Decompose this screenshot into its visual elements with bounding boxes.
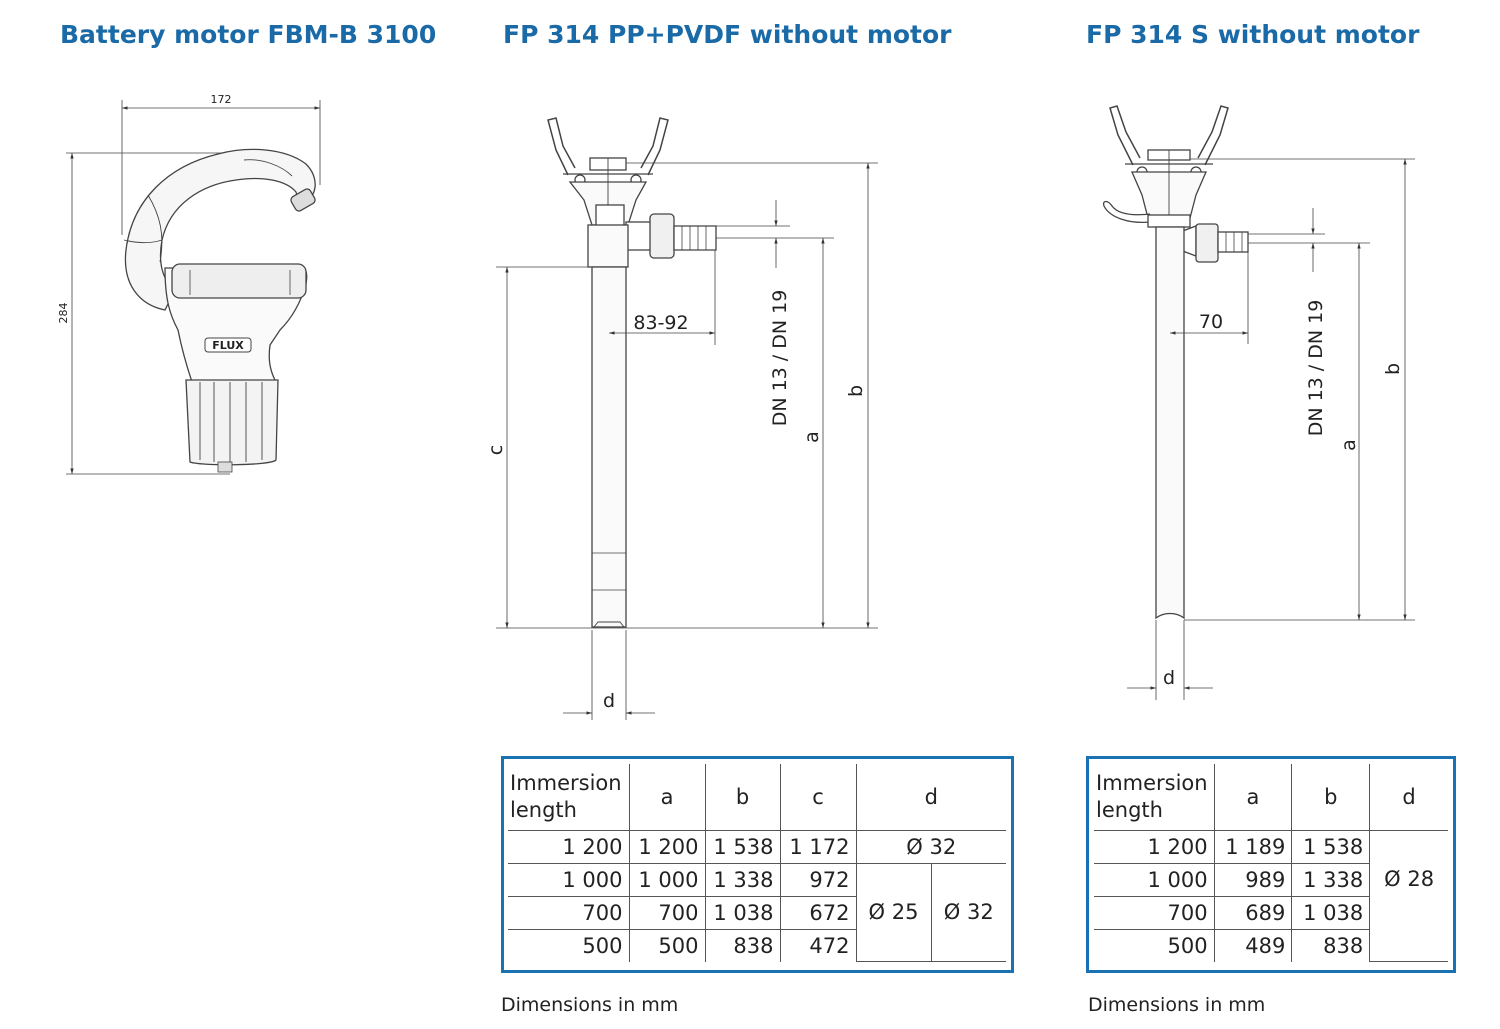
s-offset-label: 70 [1199, 311, 1223, 333]
cell-b: 1 538 [704, 829, 781, 864]
cell-length: 1 200 [508, 829, 630, 864]
header-d: d [1369, 764, 1448, 831]
cell-d-all: Ø 28 [1369, 829, 1448, 962]
table-row: 700 689 1 038 [1094, 895, 1448, 930]
cell-a: 989 [1213, 862, 1293, 897]
pvdf-tube [591, 266, 627, 628]
motor-height-label: 284 [57, 303, 70, 324]
cell-b: 1 038 [1291, 895, 1370, 930]
motor-battery-cap [171, 263, 307, 299]
cell-length: 500 [1094, 928, 1215, 962]
motor-drawing: FLUX 172 284 [57, 93, 321, 475]
cell-length: 1 200 [1094, 829, 1215, 864]
table-row: 1 000 1 000 1 338 972 Ø 25 Ø 32 [508, 862, 1006, 962]
table-row: 500 489 838 [1094, 928, 1448, 962]
s-a-label: a [1338, 439, 1360, 451]
cell-length: 500 [508, 928, 630, 962]
header-d: d [855, 764, 1006, 831]
cell-a: 500 [628, 928, 706, 962]
cell-a: 489 [1213, 928, 1293, 962]
s-outlet-coupling [1195, 223, 1219, 263]
s-pump-hook [1102, 200, 1151, 224]
cell-d-top: Ø 32 [855, 829, 1006, 864]
table-row: 500 500 838 472 [508, 928, 1006, 962]
header-b: b [704, 764, 781, 831]
header-a: a [628, 764, 706, 831]
cell-c: 672 [779, 895, 856, 930]
motor-title: Battery motor FBM-B 3100 [60, 20, 437, 49]
s-pump-drawing: 70 DN 13 / DN 19 a b d [1102, 105, 1415, 700]
s-b-label: b [1382, 363, 1404, 375]
cell-d-left: Ø 25 [855, 862, 932, 962]
header-a: a [1213, 764, 1293, 831]
cell-length: 1 000 [1094, 862, 1215, 897]
cell-b: 1 338 [1291, 862, 1370, 897]
cell-d-right: Ø 32 [930, 862, 1006, 962]
motor-logo-badge [204, 337, 252, 353]
cell-length: 700 [1094, 895, 1215, 930]
motor-logo-text: FLUX [212, 339, 244, 352]
header-b: b [1291, 764, 1371, 831]
cell-c: 472 [779, 928, 856, 962]
cell-a: 1 189 [1213, 829, 1293, 864]
cell-b: 1 038 [704, 895, 781, 930]
s-d-label: d [1163, 667, 1175, 689]
header-c: c [779, 764, 857, 831]
pvdf-c-label: c [485, 445, 507, 455]
motor-width-label: 172 [211, 93, 232, 106]
cell-b: 838 [1291, 928, 1370, 962]
pvdf-dimensions-note: Dimensions in mm [501, 994, 679, 1016]
cell-a: 1 000 [628, 862, 706, 897]
cell-c: 972 [779, 862, 857, 897]
pvdf-a-label: a [801, 431, 823, 443]
motor-trigger [290, 188, 316, 212]
pvdf-dn-label: DN 13 / DN 19 [769, 290, 791, 427]
cell-length: 700 [508, 895, 630, 930]
pvdf-pump-title: FP 314 PP+PVDF without motor [503, 20, 952, 49]
pvdf-range-label: 83-92 [633, 312, 688, 334]
s-dn-label: DN 13 / DN 19 [1305, 300, 1327, 437]
s-tube [1155, 226, 1185, 620]
cell-b: 1 538 [1291, 829, 1371, 864]
table-row: 1 200 1 189 1 538 Ø 28 [1094, 829, 1448, 962]
pvdf-b-label: b [845, 385, 867, 397]
pvdf-d-label: d [603, 690, 615, 712]
motor-hook-handle [124, 148, 316, 311]
cell-a: 700 [628, 895, 706, 930]
table-row: 1 200 1 200 1 538 1 172 Ø 32 [508, 829, 1006, 864]
cell-b: 1 338 [704, 862, 781, 897]
cell-a: 689 [1213, 895, 1293, 930]
motor-ribbed-section [185, 379, 279, 466]
s-pump-title: FP 314 S without motor [1086, 20, 1420, 49]
s-dimensions-note: Dimensions in mm [1088, 994, 1266, 1016]
cell-b: 838 [704, 928, 781, 962]
cell-length: 1 000 [508, 862, 630, 897]
cell-a: 1 200 [628, 829, 706, 864]
pvdf-pump-drawing: 83-92 DN 13 / DN 19 a b c d [485, 117, 878, 720]
table-row: 700 700 1 038 672 [508, 895, 1006, 930]
cell-c: 1 172 [779, 829, 857, 864]
